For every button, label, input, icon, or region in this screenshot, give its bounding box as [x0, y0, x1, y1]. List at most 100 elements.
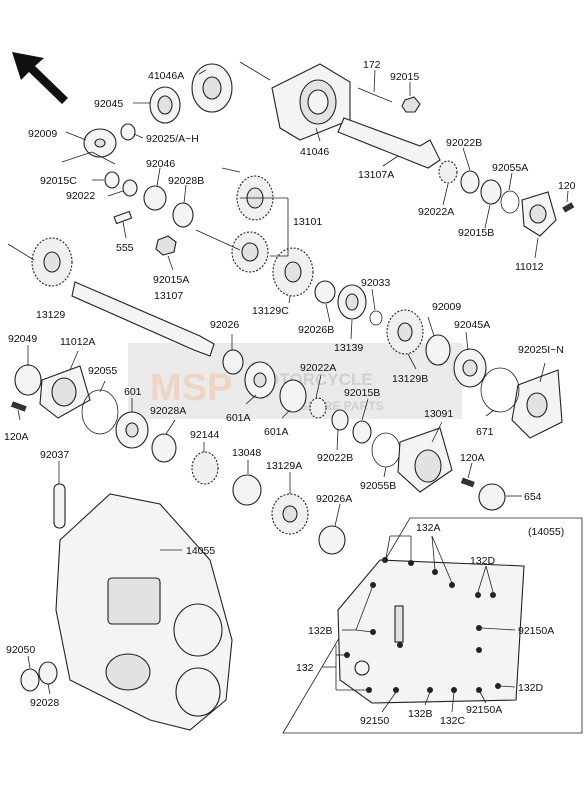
label-132C: 132C — [440, 715, 466, 727]
label-92049: 92049 — [8, 333, 37, 345]
collar-654 — [478, 483, 506, 511]
gear-case-14055 — [55, 493, 233, 731]
label-92009-mid: 92009 — [432, 301, 461, 313]
diagram-code: (14055) — [528, 526, 564, 538]
label-132A: 132A — [416, 522, 441, 534]
label-92022B-top: 92022B — [446, 137, 482, 149]
bolt-120-top — [562, 202, 575, 213]
leader-lines — [7, 61, 569, 713]
label-92055A: 92055A — [492, 162, 528, 174]
strap-92037 — [53, 483, 66, 529]
label-92015B-top: 92015B — [458, 227, 494, 239]
bearing-housing-41046A — [191, 63, 233, 113]
watermark-brand: MSP — [150, 367, 232, 409]
o-ring-92055 — [81, 389, 119, 435]
collar-92026B — [314, 280, 336, 304]
shaft-13107A — [337, 117, 441, 169]
label-92046: 92046 — [146, 158, 175, 170]
bearing-601A-1 — [244, 361, 276, 399]
shift-fork-13048 — [232, 474, 262, 506]
collar-92026 — [222, 349, 244, 375]
label-92028B: 92028B — [168, 175, 204, 187]
label-92025IN: 92025I~N — [518, 344, 564, 356]
label-13091: 13091 — [424, 408, 453, 420]
stud-172 — [357, 87, 393, 103]
collar-92028A — [151, 433, 177, 463]
label-92022: 92022 — [66, 190, 95, 202]
label-11012A: 11012A — [60, 336, 95, 348]
label-120A-right: 120A — [460, 452, 485, 464]
label-92009: 92009 — [28, 128, 57, 140]
label-92150: 92150 — [360, 715, 389, 727]
bevel-gear-set-13101 — [231, 175, 274, 273]
gear-13129A — [271, 493, 309, 535]
seal-92050 — [20, 668, 40, 692]
label-13101: 13101 — [293, 216, 322, 228]
circlip-92033 — [369, 310, 383, 326]
label-132B-bottom: 132B — [408, 708, 433, 720]
label-92026: 92026 — [210, 319, 239, 331]
spring-92144 — [191, 451, 219, 485]
label-92045A: 92045A — [454, 319, 490, 331]
circlip-92025 — [120, 123, 136, 141]
label-13129: 13129 — [36, 309, 65, 321]
gear-13129C — [272, 247, 314, 297]
cover-11012A — [39, 365, 91, 419]
label-92050: 92050 — [6, 644, 35, 656]
label-132D-right: 132D — [518, 682, 544, 694]
shim-92009 — [83, 128, 117, 158]
part-labels: 41046A 92045 92009 92025/A~H 92015C 9202… — [4, 59, 576, 727]
inset-box — [282, 517, 583, 734]
label-13129C: 13129C — [252, 305, 289, 317]
label-92144: 92144 — [190, 429, 219, 441]
bearing-601A-2 — [279, 379, 307, 413]
label-41046A: 41046A — [148, 70, 184, 82]
washer-92022B-top — [460, 170, 480, 194]
washer-92022 — [122, 179, 138, 197]
gear-13129 — [31, 237, 73, 287]
nut-92015C — [104, 171, 120, 189]
label-92022A-top: 92022A — [418, 206, 454, 218]
label-92028: 92028 — [30, 697, 59, 709]
bearing-92045A — [453, 348, 487, 388]
label-11012: 11012 — [515, 261, 544, 273]
label-601A-2: 601A — [264, 426, 289, 438]
shaft-13107 — [71, 281, 215, 357]
label-92045: 92045 — [94, 98, 123, 110]
inset-bolt-markers — [344, 557, 501, 693]
label-92028A: 92028A — [150, 405, 186, 417]
front-direction-arrow-icon — [12, 52, 68, 104]
label-172: 172 — [363, 59, 381, 71]
label-13107A: 13107A — [358, 169, 394, 181]
label-601: 601 — [124, 386, 142, 398]
bearing-92045 — [149, 86, 181, 124]
shim-92009-mid — [425, 334, 451, 366]
label-13048: 13048 — [232, 447, 261, 459]
collar-92028B — [172, 202, 194, 228]
label-13129B: 13129B — [392, 373, 428, 385]
label-92026A: 92026A — [316, 493, 352, 505]
o-ring-671 — [480, 367, 520, 413]
label-92015A: 92015A — [153, 274, 189, 286]
label-92037: 92037 — [40, 449, 69, 461]
label-92022B-mid: 92022B — [317, 452, 353, 464]
cover-plate-92025 — [511, 369, 563, 439]
seal-92049 — [14, 364, 42, 396]
label-13129A: 13129A — [266, 460, 302, 472]
label-92055B: 92055B — [360, 480, 396, 492]
label-132B-left: 132B — [308, 625, 333, 637]
label-92015C: 92015C — [40, 175, 77, 187]
circlip-92022A-mid — [309, 397, 327, 419]
label-132D-top: 132D — [470, 555, 496, 567]
circlip-92022A-top — [438, 160, 458, 184]
label-92025AH: 92025/A~H — [146, 133, 199, 145]
watermark-line1: MOTORCYCLE — [252, 370, 373, 389]
gear-13129B — [386, 309, 424, 355]
label-92015B-mid: 92015B — [344, 387, 380, 399]
washer-92015B-top — [480, 179, 502, 205]
o-ring-92055B — [371, 432, 401, 468]
housing-41046 — [271, 63, 351, 141]
label-41046: 41046 — [300, 146, 329, 158]
label-92026B: 92026B — [298, 324, 334, 336]
